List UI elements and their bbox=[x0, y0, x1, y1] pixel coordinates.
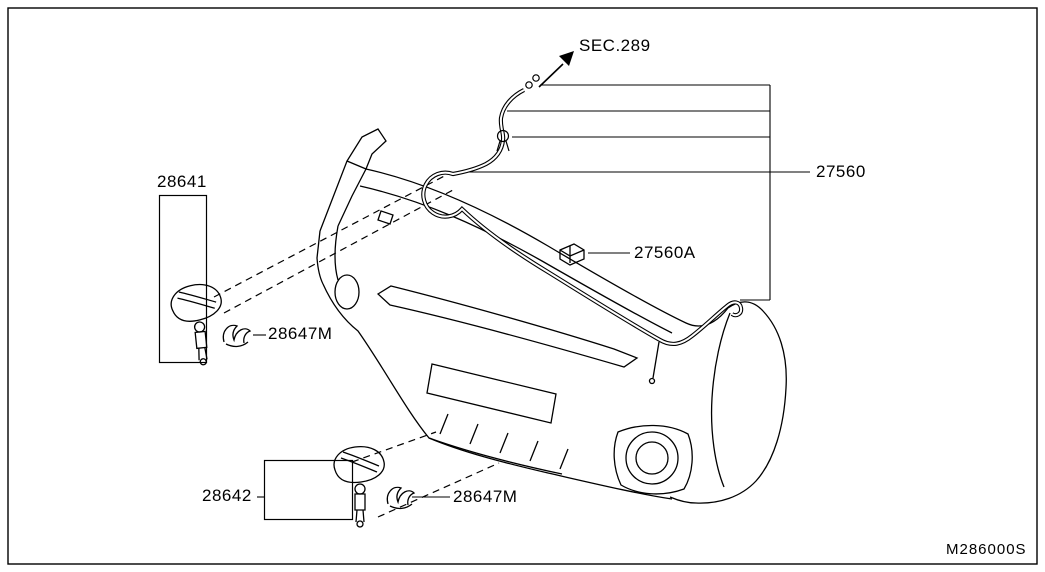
installation-dashed-lines bbox=[213, 172, 500, 518]
nozzle-28642-drawing bbox=[263, 445, 385, 528]
leader-lines bbox=[253, 84, 810, 498]
nozzle-28642-callout-box bbox=[263, 459, 354, 521]
fog-lamp-opening bbox=[625, 431, 679, 485]
grommet-lower-drawing bbox=[386, 486, 415, 510]
sec-289-arrow-icon bbox=[525, 51, 574, 89]
front-bumper-drawing bbox=[316, 128, 787, 504]
page-border bbox=[7, 7, 1038, 565]
part-label-28647m-lower: 28647M bbox=[453, 487, 518, 506]
nozzle-28641-callout-box bbox=[158, 194, 208, 364]
part-label-28647m-upper: 28647M bbox=[268, 324, 333, 343]
washer-hose-drawing bbox=[421, 88, 744, 347]
part-label-28641: 28641 bbox=[157, 172, 207, 191]
grommet-upper-drawing bbox=[222, 324, 251, 348]
clip-27560a-drawing bbox=[559, 243, 585, 266]
part-label-27560a: 27560A bbox=[634, 243, 696, 262]
nozzle-28641-drawing bbox=[158, 194, 229, 369]
part-label-27560: 27560 bbox=[816, 162, 866, 181]
section-ref-label: SEC.289 bbox=[579, 36, 651, 55]
sheet-code-label: M286000S bbox=[946, 541, 1027, 558]
part-label-28642: 28642 bbox=[202, 486, 252, 505]
hose-clip-on-tube bbox=[496, 129, 510, 152]
